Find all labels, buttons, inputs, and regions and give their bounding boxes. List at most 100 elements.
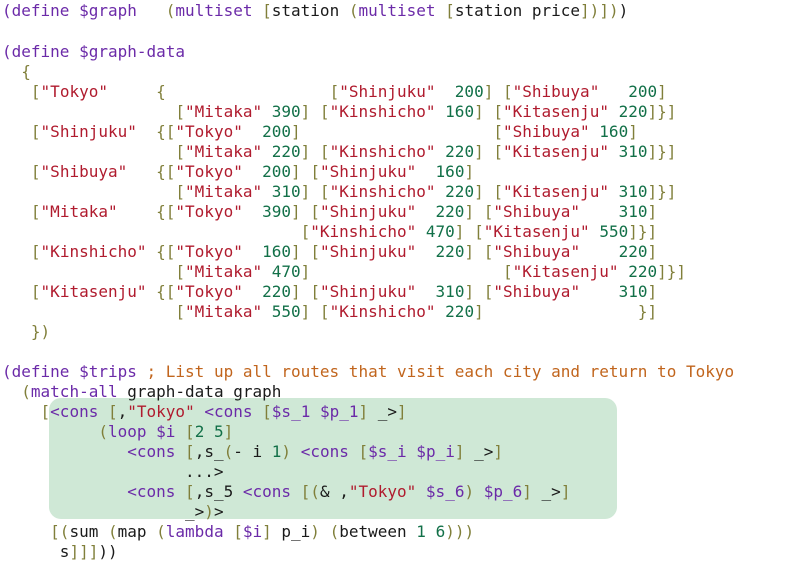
code-token — [243, 282, 262, 301]
code-token: "Tokyo" — [175, 162, 243, 181]
code-token: <cons — [127, 482, 176, 501]
code-token: "Kinshicho" — [40, 242, 147, 261]
code-token: ] — [291, 282, 301, 301]
code-line: (match-all graph-data graph — [2, 382, 281, 402]
code-token: $graph-data — [79, 42, 186, 61]
code-line: <cons [,s_(- i 1) <cons [$s_i $p_i] _>] — [2, 442, 503, 462]
code-token: [ — [185, 482, 195, 501]
code-token — [262, 262, 272, 281]
code-token: [ — [310, 162, 320, 181]
code-token — [291, 482, 301, 501]
code-token: ) — [618, 1, 629, 20]
code-token: [ — [319, 182, 330, 201]
code-line: (loop $i [2 5] — [2, 422, 233, 442]
code-token: ] — [483, 82, 494, 101]
code-line: (define $trips ; List up all routes that… — [2, 362, 734, 382]
code-token — [243, 202, 262, 221]
code-token — [252, 1, 262, 20]
code-token: "Shinjuku" — [40, 122, 137, 141]
code-token: "Shibuya" — [493, 242, 581, 261]
code-token: "Kinshicho" — [329, 142, 436, 161]
code-token: ] — [454, 222, 465, 241]
code-token — [301, 122, 494, 141]
code-token: ] — [291, 242, 301, 261]
code-token — [69, 42, 79, 61]
code-token: ( — [21, 382, 31, 401]
code-token: 470 — [271, 262, 301, 281]
code-token: "Tokyo" — [175, 202, 243, 221]
code-line: ["Mitaka" 220] ["Kinshicho" 220] ["Kitas… — [2, 142, 676, 162]
code-token: "Shinjuku" — [319, 202, 417, 221]
code-token — [69, 362, 79, 381]
code-token: "Tokyo" — [175, 242, 243, 261]
code-token: graph-data graph — [117, 382, 282, 401]
code-token — [436, 102, 446, 121]
code-token: ]}] — [628, 222, 658, 241]
code-token: ] — [464, 162, 475, 181]
code-token: ] — [522, 482, 532, 501]
code-token — [416, 282, 435, 301]
code-token: [ — [30, 282, 41, 301]
code-token — [98, 402, 108, 421]
code-token: "Kitasenju" — [503, 142, 609, 161]
code-token — [2, 82, 31, 101]
code-token: "Shinjuku" — [339, 82, 436, 101]
code-token — [2, 122, 31, 141]
code-token — [175, 442, 185, 461]
code-token: map — [117, 522, 157, 541]
code-token: 220 — [618, 242, 648, 261]
code-token: 6 — [435, 522, 446, 541]
code-token: 220 — [445, 182, 475, 201]
code-token — [416, 222, 426, 241]
code-token — [609, 102, 619, 121]
code-token — [262, 142, 272, 161]
code-token: ]]] — [69, 542, 99, 561]
code-token: [ — [175, 102, 186, 121]
code-token: [ — [175, 262, 186, 281]
code-token: sum — [69, 522, 108, 541]
code-token: "Kitasenju" — [40, 282, 147, 301]
code-token — [175, 482, 185, 501]
code-token — [2, 282, 31, 301]
code-token — [195, 402, 205, 421]
code-token: "Tokyo" — [348, 482, 417, 501]
code-token: "Shibuya" — [512, 82, 600, 101]
code-token: "Tokyo" — [175, 282, 243, 301]
code-token: 200 — [454, 82, 484, 101]
code-token — [609, 182, 619, 201]
code-token: {[ — [156, 122, 176, 141]
code-token — [580, 282, 619, 301]
code-token: [ — [30, 82, 41, 101]
code-token: "Kinshicho" — [329, 182, 436, 201]
code-token: ]}] — [647, 102, 677, 121]
code-token: [ — [445, 1, 455, 20]
code-token: [( — [300, 482, 320, 501]
code-token — [416, 202, 435, 221]
code-token: ,s_ — [194, 442, 224, 461]
code-token: match-all — [30, 382, 118, 401]
code-token: [ — [30, 162, 41, 181]
code-token: ] — [397, 402, 407, 421]
code-token — [436, 302, 446, 321]
code-token — [599, 82, 628, 101]
code-token: ] — [474, 302, 484, 321]
code-line: ["Shibuya" {["Tokyo" 200] ["Shinjuku" 16… — [2, 162, 474, 182]
code-token: 550 — [599, 222, 629, 241]
code-token: ] — [291, 202, 301, 221]
code-token: [ — [300, 222, 311, 241]
code-token: 220 — [445, 302, 475, 321]
code-line: ["Mitaka" 310] ["Kinshicho" 220] ["Kitas… — [2, 182, 676, 202]
code-token: ) — [310, 522, 320, 541]
code-token — [2, 262, 175, 281]
code-token — [2, 302, 175, 321]
code-token: "Tokyo" — [175, 122, 243, 141]
code-token: [ — [474, 222, 484, 241]
code-token: [ — [185, 442, 195, 461]
code-token: 220 — [271, 142, 301, 161]
code-token: 390 — [271, 102, 301, 121]
code-token: [ — [175, 182, 186, 201]
code-token: "Mitaka" — [185, 182, 263, 201]
code-line: ["Tokyo" { ["Shinjuku" 200] ["Shibuya" 2… — [2, 82, 667, 102]
code-token: ] — [493, 442, 504, 461]
